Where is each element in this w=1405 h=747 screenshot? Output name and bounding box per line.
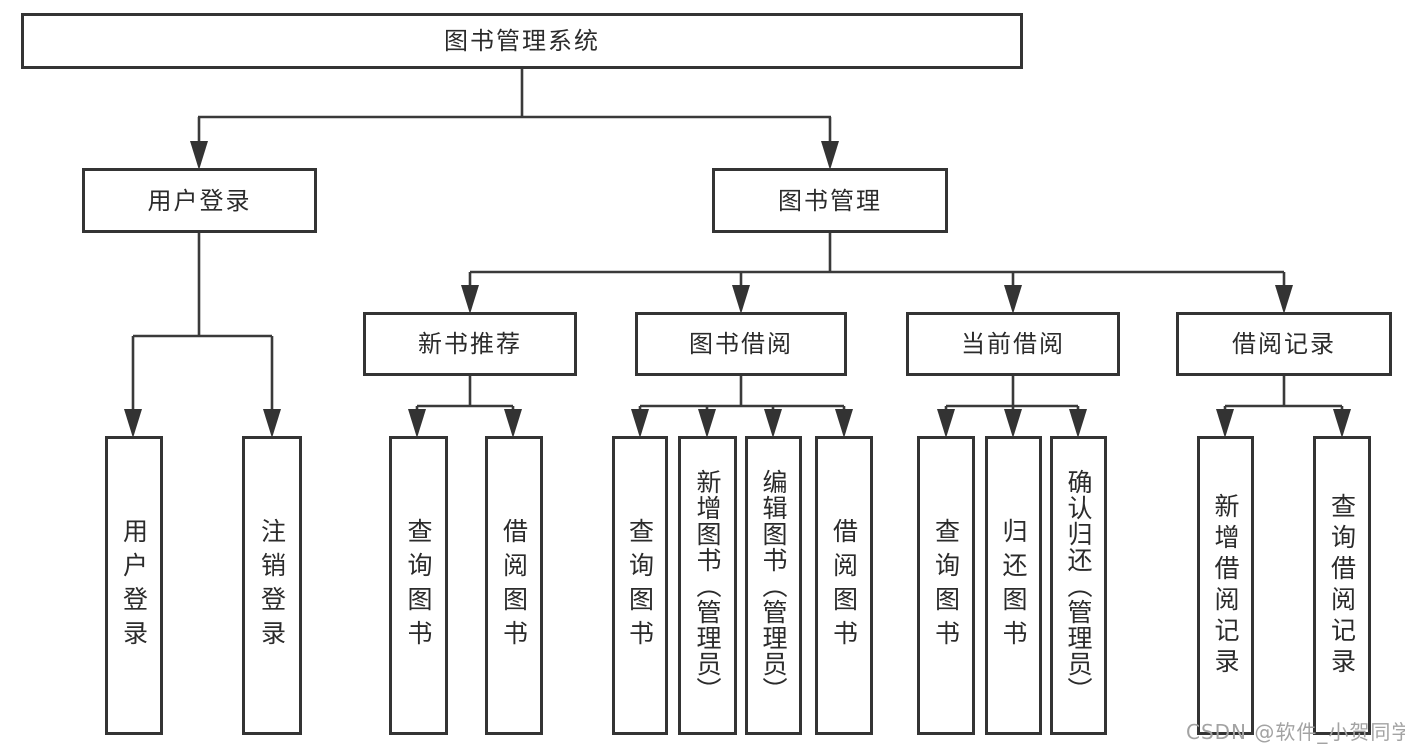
node-new-book-recommend: 新书推荐 [363, 312, 577, 376]
leaf-add-book-admin: 新增图书（管理员） [678, 436, 737, 735]
node-label: 新书推荐 [418, 330, 522, 358]
node-label: 编辑图书（管理员） [759, 468, 788, 703]
node-label: 用户登录 [147, 186, 252, 215]
node-label: 查询图书 [931, 517, 961, 654]
node-library-system: 图书管理系统 [21, 13, 1023, 69]
node-book-borrowing: 图书借阅 [635, 312, 847, 376]
node-borrow-records: 借阅记录 [1176, 312, 1392, 376]
leaf-query-books: 查询图书 [612, 436, 668, 735]
node-label: 借阅图书 [829, 517, 859, 654]
node-label: 图书管理系统 [444, 27, 600, 55]
leaf-borrow-books: 借阅图书 [815, 436, 873, 735]
node-label: 确认归还（管理员） [1064, 468, 1093, 703]
node-label: 借阅记录 [1232, 330, 1336, 358]
leaf-user-login: 用户登录 [105, 436, 163, 735]
leaf-confirm-return-admin: 确认归还（管理员） [1050, 436, 1107, 735]
csdn-watermark: CSDN @软件_小贺同学 [1186, 720, 1405, 744]
node-label: 用户登录 [119, 517, 149, 654]
node-label: 归还图书 [999, 517, 1028, 654]
leaf-query-books: 查询图书 [389, 436, 448, 735]
leaf-return-books: 归还图书 [985, 436, 1042, 735]
node-label: 查询借阅记录 [1327, 492, 1357, 679]
leaf-borrow-books: 借阅图书 [485, 436, 543, 735]
node-label: 新增借阅记录 [1211, 492, 1240, 679]
node-label: 查询图书 [625, 517, 655, 654]
leaf-logout: 注销登录 [242, 436, 302, 735]
leaf-query-borrow-record: 查询借阅记录 [1313, 436, 1371, 735]
leaf-query-books: 查询图书 [917, 436, 975, 735]
node-label: 新增图书（管理员） [693, 468, 722, 703]
node-label: 图书借阅 [689, 330, 793, 358]
node-label: 注销登录 [257, 517, 287, 654]
node-user-login: 用户登录 [82, 168, 317, 233]
node-label: 借阅图书 [499, 517, 529, 654]
leaf-edit-book-admin: 编辑图书（管理员） [745, 436, 802, 735]
node-book-management: 图书管理 [712, 168, 948, 233]
node-label: 图书管理 [778, 186, 882, 215]
node-current-borrowing: 当前借阅 [906, 312, 1120, 376]
node-label: 当前借阅 [961, 330, 1065, 358]
node-label: 查询图书 [404, 517, 433, 654]
leaf-add-borrow-record: 新增借阅记录 [1197, 436, 1254, 735]
